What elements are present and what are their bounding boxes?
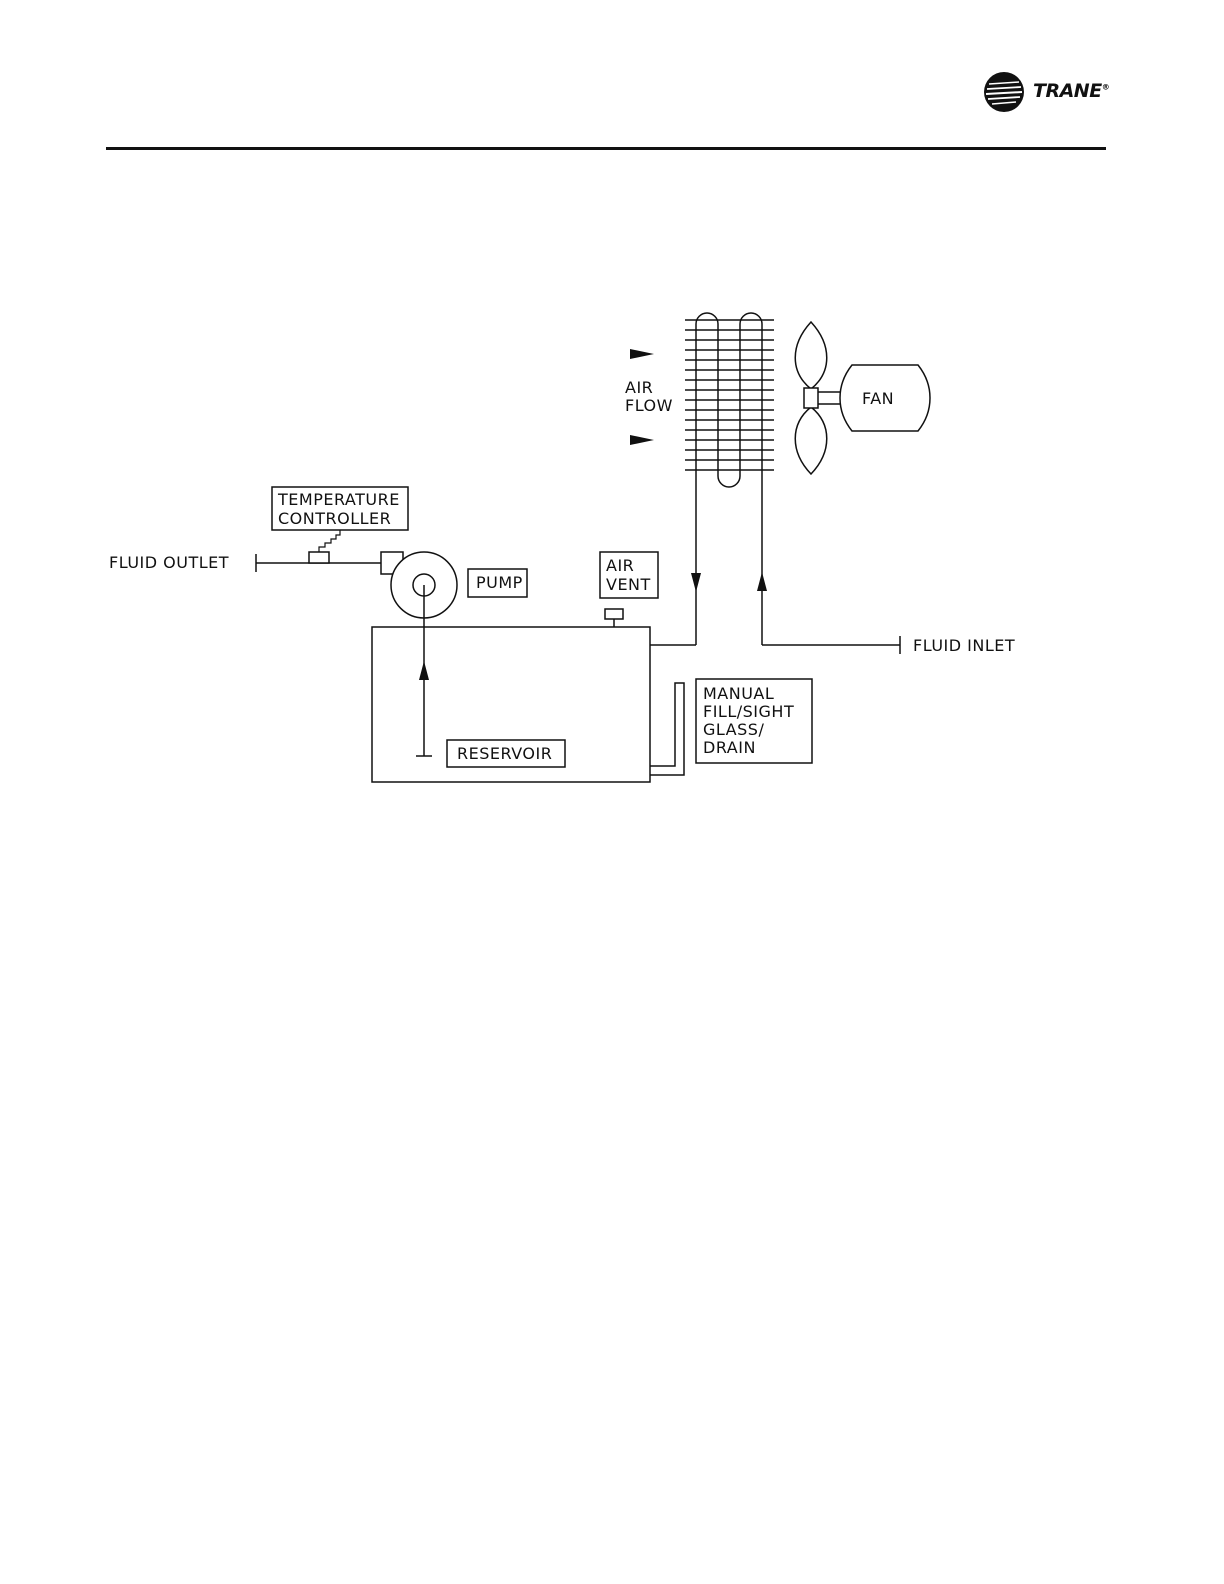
controller-sensor-wire — [319, 530, 340, 552]
fluid-inlet-label: FLUID INLET — [913, 636, 1015, 655]
pump-icon — [381, 552, 457, 618]
temperature-controller-label-2: CONTROLLER — [278, 509, 391, 528]
flow-down-arrow-icon — [691, 573, 701, 592]
manual-fill-label-1: MANUAL — [703, 684, 774, 703]
airflow-arrow-icon — [630, 435, 654, 445]
manual-fill-label-3: GLASS/ — [703, 720, 764, 739]
fluid-outlet-label: FLUID OUTLET — [109, 553, 229, 572]
temperature-sensor — [309, 552, 329, 563]
air-vent-label-2: VENT — [606, 575, 651, 594]
pump-label: PUMP — [476, 573, 523, 592]
reservoir-label: RESERVOIR — [457, 744, 552, 763]
condenser-coil — [685, 313, 774, 487]
air-vent-icon — [605, 609, 623, 619]
sight-glass-tube — [650, 683, 684, 775]
coil-piping — [650, 476, 900, 654]
temperature-controller-label-1: TEMPERATURE — [277, 490, 400, 509]
suction-up-arrow-icon — [419, 661, 429, 680]
air-flow-label-2: FLOW — [625, 396, 673, 415]
air-vent-label-1: AIR — [606, 556, 634, 575]
fan-label: FAN — [862, 389, 894, 408]
airflow-arrow-icon — [630, 349, 654, 359]
manual-fill-label-4: DRAIN — [703, 738, 756, 757]
flow-up-arrow-icon — [757, 572, 767, 591]
air-flow-label-1: AIR — [625, 378, 653, 397]
manual-fill-label-2: FILL/SIGHT — [703, 702, 794, 721]
